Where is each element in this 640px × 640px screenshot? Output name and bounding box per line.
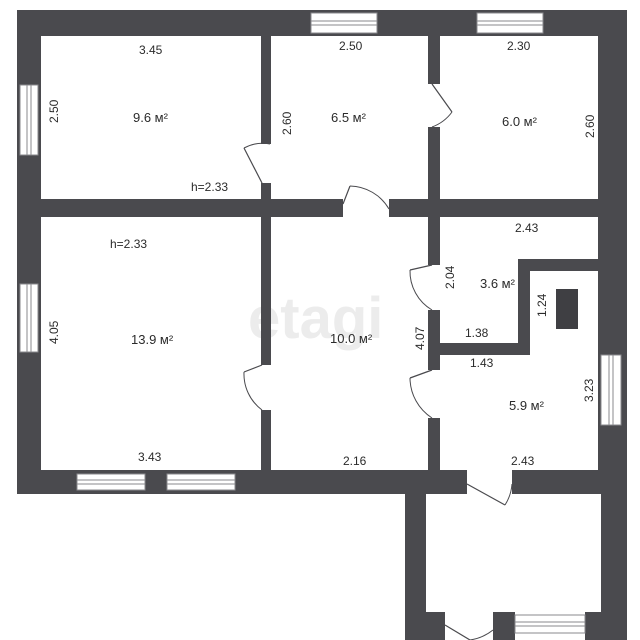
room-area-3: 6.0 м² xyxy=(502,114,538,129)
dim-r4-bottom: 3.43 xyxy=(138,450,162,464)
room-area-4: 13.9 м² xyxy=(131,332,174,347)
dim-r5-bottom: 2.16 xyxy=(343,454,367,468)
dim-r6-bottom: 1.38 xyxy=(465,326,489,340)
appliance-block xyxy=(556,289,578,329)
room-area-5: 10.0 м² xyxy=(330,331,373,346)
room-area-1: 9.6 м² xyxy=(133,110,169,125)
dim-r4-left: 4.05 xyxy=(47,320,61,344)
room-area-6: 3.6 м² xyxy=(480,276,516,291)
dim-r7-right: 3.23 xyxy=(582,378,596,402)
windows xyxy=(19,12,622,634)
dim-r2-left: 2.60 xyxy=(280,111,294,135)
room-area-7: 5.9 м² xyxy=(509,398,545,413)
dim-r3-top: 2.30 xyxy=(507,39,531,53)
dim-r2-top: 2.50 xyxy=(339,39,363,53)
room-area-2: 6.5 м² xyxy=(331,110,367,125)
dimension-labels: 3.45 2.50 h=2.33 2.50 2.60 2.30 2.60 h=2… xyxy=(47,39,597,468)
dim-r5-right: 4.07 xyxy=(413,326,427,350)
dim-r6-left: 2.04 xyxy=(443,265,457,289)
dim-r4-height: h=2.33 xyxy=(110,237,147,251)
dim-r1-height: h=2.33 xyxy=(191,180,228,194)
dim-r6-right: 1.24 xyxy=(535,293,549,317)
dim-r7-bottom: 2.43 xyxy=(511,454,535,468)
dim-r6-top: 2.43 xyxy=(515,221,539,235)
dim-r1-top: 3.45 xyxy=(139,43,163,57)
dim-r7-top: 1.43 xyxy=(470,356,494,370)
doors xyxy=(243,83,513,640)
dim-r3-right: 2.60 xyxy=(583,114,597,138)
dim-r1-left: 2.50 xyxy=(47,99,61,123)
